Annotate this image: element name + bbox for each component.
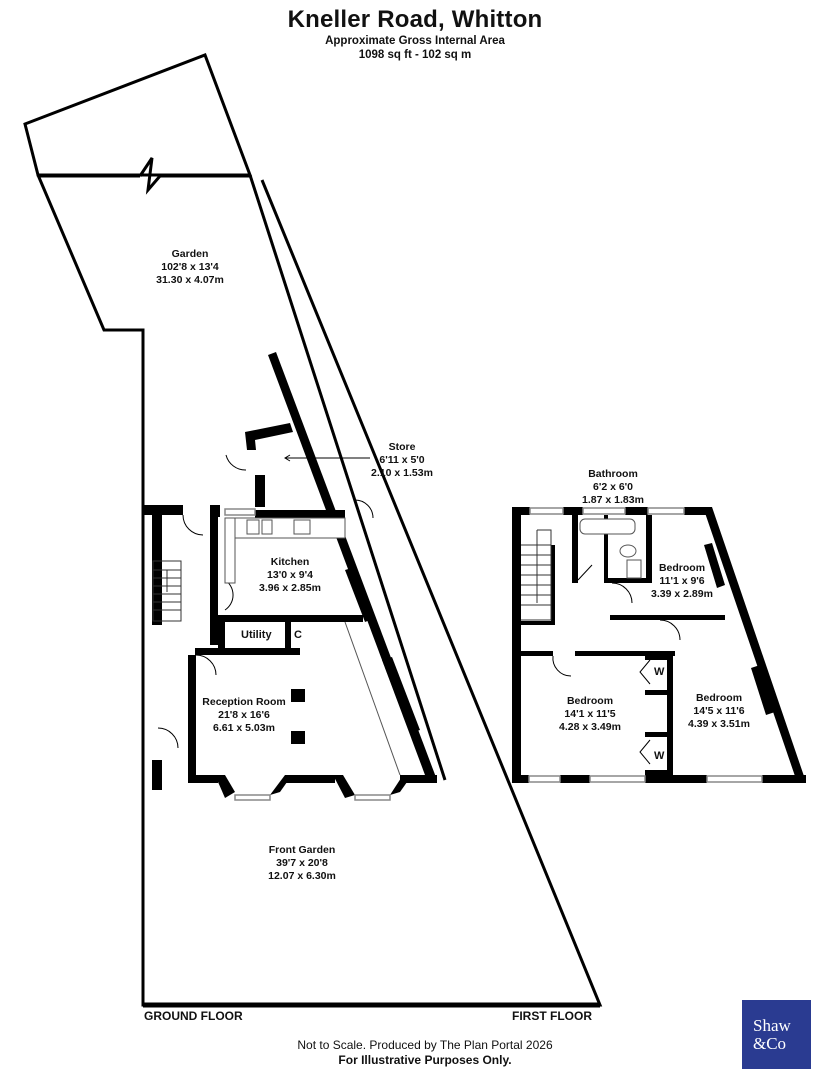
room-label-bedroom-front-right: Bedroom 14'5 x 11'6 4.39 x 3.51m (688, 692, 750, 731)
plan-footer: Not to Scale. Produced by The Plan Porta… (0, 1038, 830, 1068)
ground-floor-label: GROUND FLOOR (144, 1009, 243, 1023)
bathroom-fixtures (579, 518, 642, 579)
room-metric: 4.39 x 3.51m (688, 718, 750, 730)
room-name: Reception Room (202, 696, 286, 708)
room-metric: 4.28 x 3.49m (559, 721, 621, 733)
room-metric: 12.07 x 6.30m (268, 870, 336, 882)
room-metric: 6.61 x 5.03m (213, 722, 275, 734)
first-floor-walls (512, 507, 806, 783)
room-metric: 3.39 x 2.89m (651, 588, 713, 600)
windows (224, 508, 391, 801)
room-imperial: 6'2 x 6'0 (592, 481, 634, 493)
room-label-bathroom: Bathroom 6'2 x 6'0 1.87 x 1.83m (582, 468, 644, 507)
logo-line-1: Shaw (753, 1015, 791, 1035)
room-name: Garden (171, 248, 209, 260)
plan-header: Kneller Road, Whitton Approximate Gross … (0, 6, 830, 62)
room-imperial: 13'0 x 9'4 (267, 569, 313, 581)
room-label-wardrobe-1: W (654, 666, 665, 678)
logo-line-2: &Co (753, 1033, 787, 1053)
room-imperial: 14'1 x 11'5 (564, 708, 616, 720)
room-imperial: 21'8 x 16'6 (218, 709, 270, 721)
room-label-garden: Garden 102'8 x 13'4 31.30 x 4.07m (156, 248, 224, 287)
room-name: Bedroom (695, 692, 743, 704)
first-floor-windows (528, 507, 763, 783)
room-label-kitchen: Kitchen 13'0 x 9'4 3.96 x 2.85m (259, 556, 321, 595)
first-floor-label: FIRST FLOOR (512, 1009, 592, 1023)
room-name: Bedroom (566, 695, 614, 707)
room-imperial: 14'5 x 11'6 (693, 705, 745, 717)
area-value: 1098 sq ft - 102 sq m (358, 49, 472, 61)
room-imperial: 102'8 x 13'4 (161, 261, 219, 273)
room-name: Store (388, 441, 416, 453)
room-label-front-garden: Front Garden 39'7 x 20'8 12.07 x 6.30m (268, 844, 336, 883)
agent-logo: Shaw &Co (742, 1000, 811, 1069)
room-name: Bathroom (588, 468, 638, 480)
room-label-store: Store 6'11 x 5'0 2.10 x 1.53m (371, 441, 433, 480)
room-label-cupboard: C (294, 629, 302, 641)
illustrative-text: For Illustrative Purposes Only. (338, 1053, 512, 1067)
first-floor-stairs (521, 529, 552, 621)
room-imperial: 6'11 x 5'0 (379, 454, 425, 466)
kitchen-units (224, 517, 346, 584)
room-label-reception: Reception Room 21'8 x 16'6 6.61 x 5.03m (202, 696, 285, 735)
room-metric: 1.87 x 1.83m (582, 494, 644, 506)
room-label-utility: Utility (241, 629, 272, 641)
room-name: Kitchen (270, 556, 310, 568)
front-garden-outline (141, 179, 603, 1008)
room-metric: 2.10 x 1.53m (371, 467, 433, 479)
room-metric: 31.30 x 4.07m (156, 274, 224, 286)
ground-stairs (152, 560, 182, 622)
room-imperial: 11'1 x 9'6 (659, 575, 705, 587)
room-metric: 3.96 x 2.85m (259, 582, 321, 594)
ground-floor-walls (143, 352, 437, 798)
room-label-bedroom-rear: Bedroom 11'1 x 9'6 3.39 x 2.89m (651, 562, 713, 601)
disclaimer-text: Not to Scale. Produced by The Plan Porta… (297, 1038, 553, 1052)
room-imperial: 39'7 x 20'8 (276, 857, 328, 869)
garden-outline (23, 53, 447, 781)
room-label-wardrobe-2: W (654, 750, 665, 762)
room-name: Bedroom (658, 562, 706, 574)
area-label: Approximate Gross Internal Area (325, 35, 505, 47)
room-label-bedroom-front-left: Bedroom 14'1 x 11'5 4.28 x 3.49m (559, 695, 621, 734)
property-title: Kneller Road, Whitton (287, 6, 543, 33)
room-name: Front Garden (268, 844, 336, 856)
